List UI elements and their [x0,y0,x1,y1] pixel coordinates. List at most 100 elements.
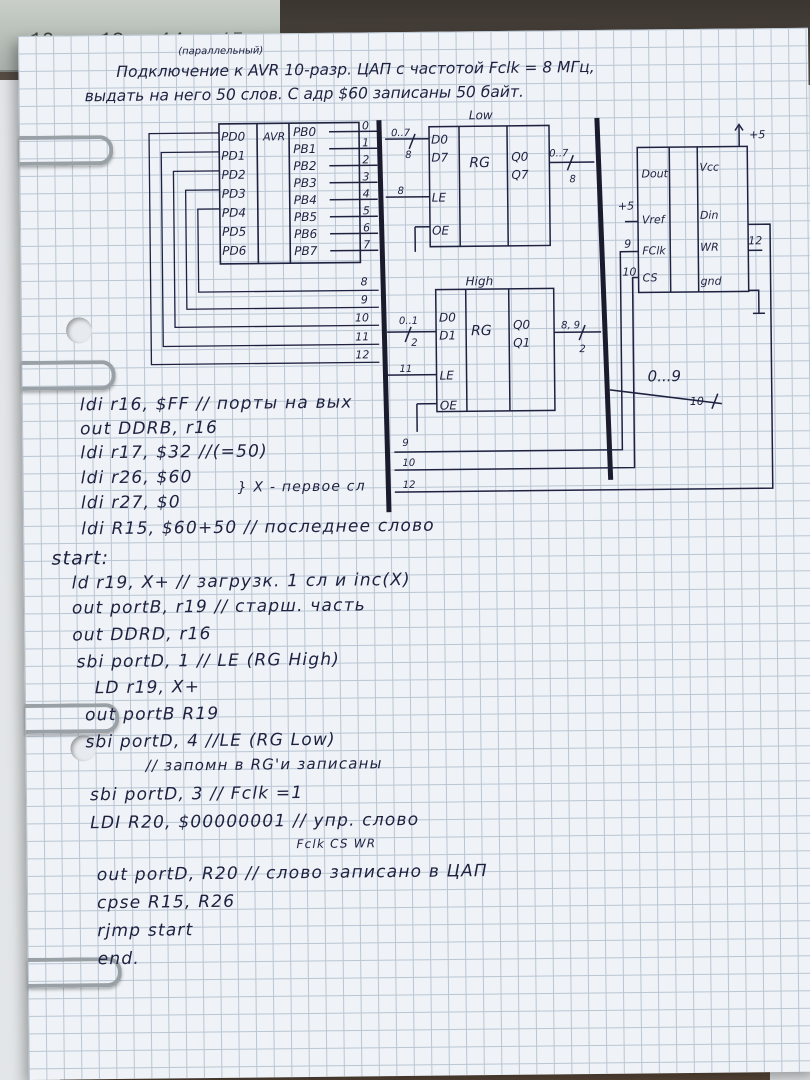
high-in-range: 0..1 [399,316,418,327]
avr-right-pins: PB0 PB1 PB2 PB3 PB4 PB5 PB6 PB7 [293,125,318,258]
code-line: LD r19, X+ [94,677,201,699]
low-out-width: 8 [569,174,575,185]
line-number: 10 [355,311,369,324]
code-line: ldi R15, $60+50 // последнее слово [81,515,435,540]
avr-pin-label: PB5 [294,210,317,224]
high-out-range: 8, 9 [561,320,580,331]
bus-number: 2 [362,153,369,166]
bus-number: 3 [362,170,369,183]
high-input: LE [440,368,455,382]
dac-pin: WR [700,241,719,254]
code-line: ldi r27, $0 [80,492,181,514]
dac-pin: Vref [642,213,667,226]
high-center: RG [471,323,492,339]
high-in-width: 2 [411,338,417,349]
dac-data-bus [594,117,614,480]
low-le-line: 8 [398,186,404,197]
avr-pin-label: PB4 [294,193,317,207]
data-bus-width: 10 [690,395,704,408]
code-line: sbi portD, 4 //LE (RG Low) [85,729,336,753]
avr-pin-label: PD1 [221,149,245,163]
notebook-page: (параллельный) Подключение к AVR 10-разр… [18,27,810,1080]
dac-chip [394,123,774,493]
line-number: 12 [355,348,369,361]
avr-pin-label: PB0 [293,125,317,139]
line-number: 8 [361,275,368,288]
bus-number: 4 [363,187,370,200]
code-line: ld r19, X+ // загрузк. 1 сл и inc(X) [71,569,411,594]
dac-fclk-num: 9 [624,238,631,251]
bus-number: 1 [362,136,369,149]
heading-annotation: (параллельный) [178,45,263,57]
code-line: sbi portD, 1 // LE (RG High) [76,649,341,673]
low-in-width: 8 [405,150,411,161]
bottom-line-label: 10 [402,458,415,469]
code-comment: // запомн в RG'и записаны [145,754,383,775]
high-output: Q1 [513,336,530,350]
dac-pin: Din [700,209,719,222]
avr-pin-label: PB7 [294,244,318,258]
bottom-line-label: 9 [402,438,408,449]
extra-line-numbers: 8 9 10 11 12 [355,275,370,361]
low-input: D0 [431,132,448,146]
code-line: rjmp start [97,920,194,942]
low-input: D7 [431,150,448,164]
dac-wr-num: 12 [748,234,762,247]
pd-wires [148,132,380,366]
bus-number: 7 [363,238,370,251]
code-line: out portD, R20 // слово записано в ЦАП [96,861,488,886]
high-input: D0 [439,310,456,324]
avr-pin-label: PD5 [222,225,246,239]
avr-pin-label: PB3 [293,176,316,190]
main-bus [376,120,392,513]
avr-pin-label: PD0 [221,130,246,144]
avr-pin-label: PB6 [294,227,318,241]
high-register [387,287,602,432]
bus-number: 6 [363,221,370,234]
line-number: 9 [361,293,368,306]
code-line: out DDRD, r16 [72,624,212,646]
avr-pin-label: PD3 [222,187,246,201]
dac-pin: Vcc [699,161,719,174]
code-line: ldi r17, $32 //(=50) [80,441,268,464]
low-center: RG [469,155,490,171]
dac-pin: gnd [701,275,723,288]
avr-pin-label: PD4 [222,206,246,220]
high-out-width: 2 [579,344,585,355]
high-input: D1 [439,328,456,342]
dac-pin: Dout [641,167,668,180]
dac-plus5-left: +5 [618,200,634,213]
avr-chip [218,121,362,265]
avr-title: AVR [262,130,285,143]
code-bit-labels: Fclk CS WR [296,836,377,852]
code-line: out portB, r19 // старш. часть [71,595,367,619]
high-title: High [466,274,494,288]
avr-pin-label: PD2 [221,168,245,182]
high-le-line: 11 [399,364,412,375]
pb-wires [329,130,379,252]
low-output: Q0 [511,150,529,164]
low-in-range: 0..7 [391,128,411,139]
heading-line-1: Подключение к AVR 10-разр. ЦАП с частото… [116,58,594,81]
high-output: Q0 [513,318,531,332]
low-title: Low [469,108,493,122]
bottom-line-label: 12 [403,480,416,491]
code-line: end. [97,948,141,970]
heading-line-2: выдать на него 50 слов. С адр $60 записа… [85,83,524,106]
code-line: out portB R19 [85,703,220,726]
line-number: 11 [355,330,369,343]
avr-pin-label: PD6 [222,244,247,258]
low-output: Q7 [511,168,529,182]
code-line: LDI R20, $00000001 // упр. слово [90,809,420,834]
code-line: out DDRB, r16 [80,417,219,440]
avr-pin-label: PB1 [293,142,316,156]
code-line: ldi r16, $FF // порты на вых [79,392,353,416]
circuit-schematic: (параллельный) Подключение к AVR 10-разр… [85,45,774,513]
dac-pin: FClk [642,244,666,257]
dac-cs-num: 10 [622,266,636,279]
avr-pin-label: PB2 [293,159,316,173]
dac-pin: CS [643,271,658,284]
code-line: ldi r26, $60 [80,467,193,489]
code-line: sbi portD, 3 // Fclk =1 [89,783,304,806]
dac-plus5-top: +5 [749,128,765,141]
